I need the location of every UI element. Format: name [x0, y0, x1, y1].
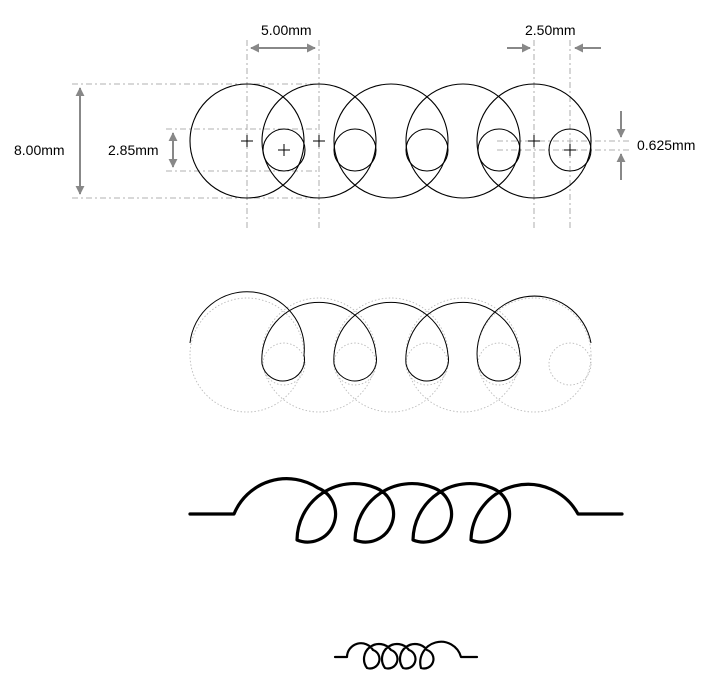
traced-coil-figure — [189, 291, 592, 413]
inductor-symbol-small — [333, 640, 479, 670]
large-pitch-label: 5.00mm — [261, 22, 312, 38]
small-pitch-label: 2.50mm — [525, 22, 576, 38]
coil-trace — [189, 291, 592, 382]
large-diameter-label: 8.00mm — [14, 142, 65, 158]
small-diameter-label: 2.85mm — [108, 142, 159, 158]
ghost-circles — [189, 297, 592, 413]
guide-lines — [72, 40, 630, 228]
large-circles — [189, 83, 592, 199]
center-markers — [241, 135, 576, 156]
inductor-symbol — [188, 477, 624, 544]
small-circles — [262, 128, 592, 172]
offset-label: 0.625mm — [637, 137, 695, 153]
dimension-arrows — [75, 43, 626, 195]
construction-figure: 8.00mm 2.85mm 5.00mm 2.50mm 0.625mm — [14, 22, 695, 228]
